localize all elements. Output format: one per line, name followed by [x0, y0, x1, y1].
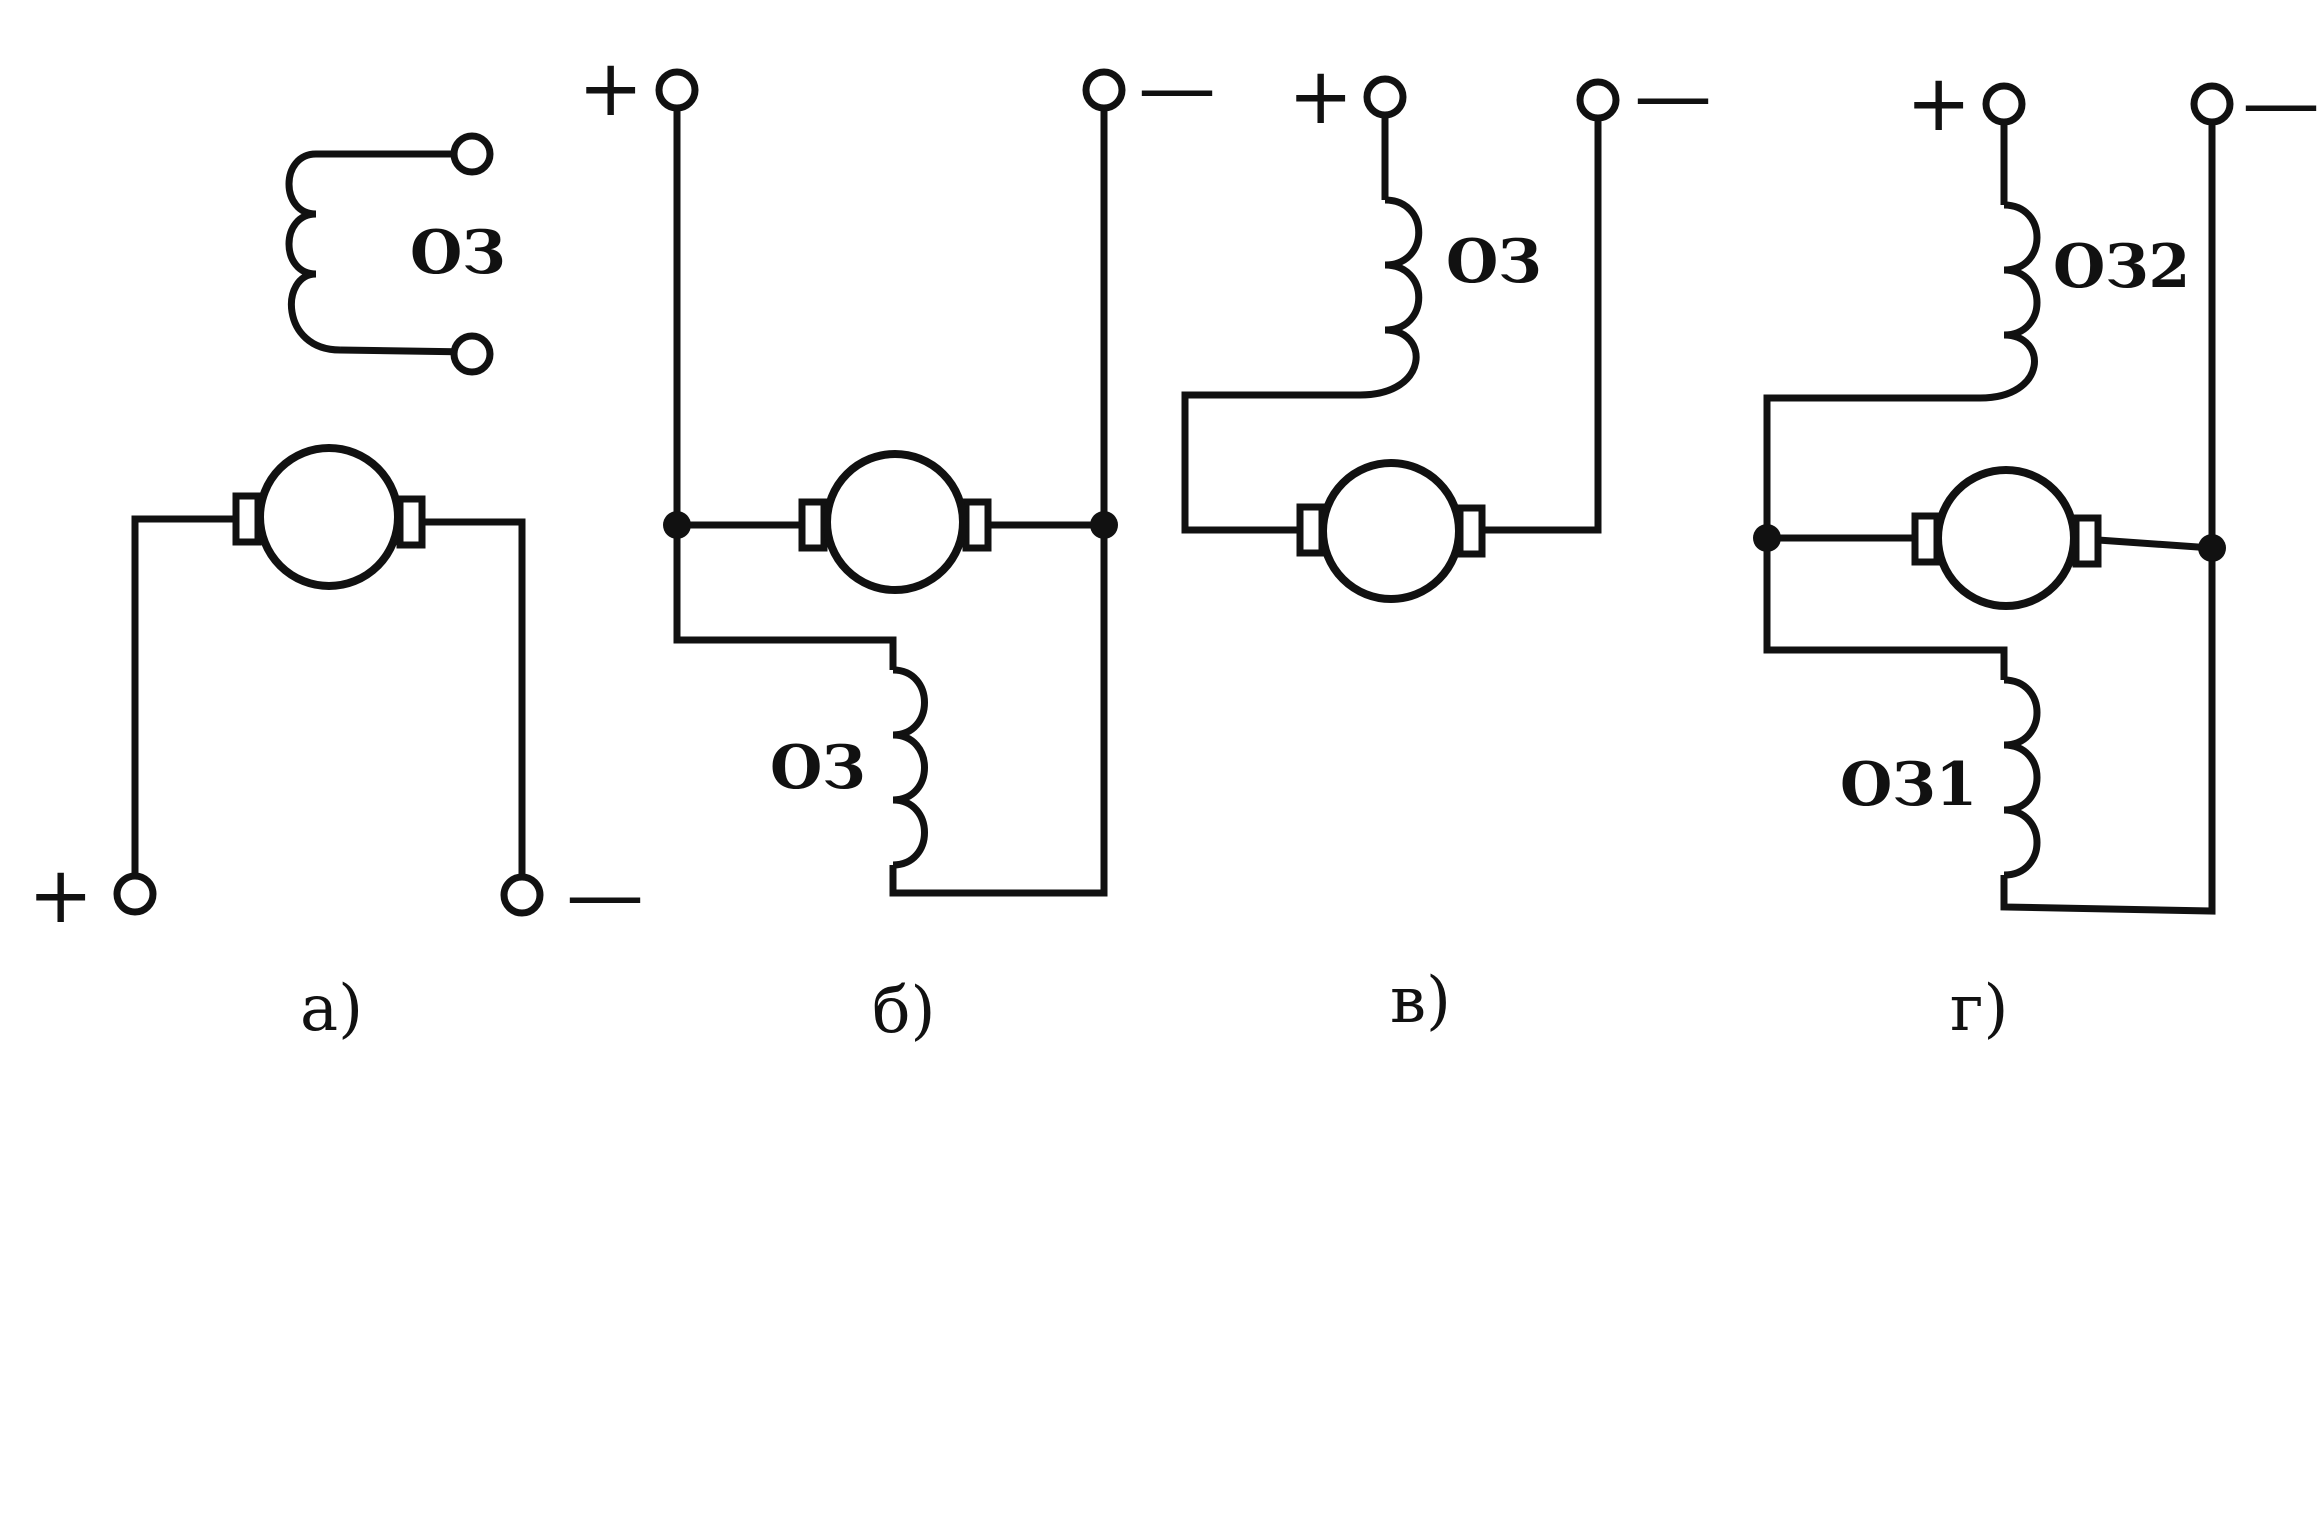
motor	[131, 444, 526, 893]
motor-armature	[256, 444, 402, 590]
junction-node	[1090, 511, 1118, 539]
junction-node	[2198, 534, 2226, 562]
plus-terminal	[1982, 82, 2026, 126]
motor-armature	[1934, 466, 2078, 610]
minus-sign: —	[1138, 44, 1216, 134]
junction-node	[1753, 524, 1781, 552]
plus-terminal	[113, 872, 157, 916]
minus-sign: —	[1634, 52, 1712, 142]
panel-a: ОЗ + — а)	[28, 132, 644, 1046]
plus-sign: +	[1288, 52, 1353, 142]
panel-g: + — ОЗ2 ОЗ1 г)	[1753, 59, 2320, 1046]
coil-label: ОЗ	[410, 218, 506, 288]
minus-terminal	[500, 873, 544, 917]
minus-sign: —	[566, 851, 644, 941]
panel-caption: б)	[872, 974, 936, 1048]
plus-terminal	[655, 68, 699, 112]
panel-v: + — ОЗ в)	[1181, 52, 1712, 1038]
coil-label-oz2: ОЗ2	[2053, 232, 2190, 302]
minus-terminal	[1082, 68, 1126, 112]
motor-armature	[1319, 459, 1463, 603]
minus-sign: —	[2242, 59, 2320, 149]
plus-sign: +	[28, 851, 93, 941]
plus-sign: +	[1906, 59, 1971, 149]
coil-label: ОЗ	[1446, 227, 1542, 297]
plus-sign: +	[578, 44, 643, 134]
panel-caption: в)	[1390, 964, 1451, 1038]
panel-b: + — ОЗ б)	[578, 44, 1216, 1048]
minus-terminal	[2190, 82, 2234, 126]
minus-terminal	[1576, 78, 1620, 122]
coil-terminal-top	[450, 132, 494, 176]
motor-armature	[823, 450, 967, 594]
panel-caption: г)	[1950, 972, 2009, 1046]
coil-label-oz1: ОЗ1	[1840, 750, 1977, 820]
panel-caption: а)	[300, 972, 363, 1046]
plus-terminal	[1363, 75, 1407, 119]
junction-node	[663, 511, 691, 539]
coil-label: ОЗ	[770, 733, 866, 803]
field-coil	[285, 132, 494, 376]
coil-terminal-bottom	[450, 332, 494, 376]
